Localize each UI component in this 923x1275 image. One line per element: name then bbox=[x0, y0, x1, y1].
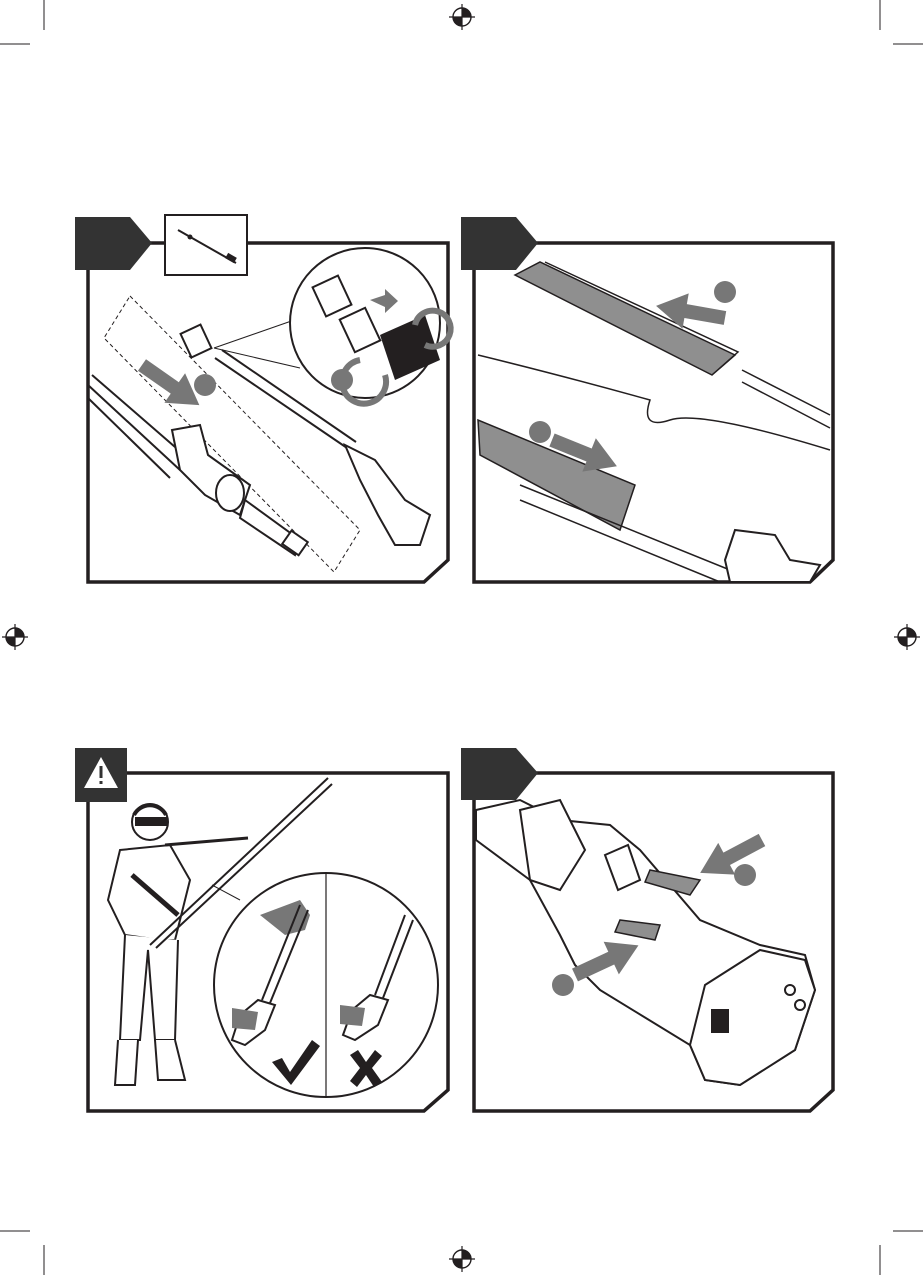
handle-body bbox=[476, 800, 815, 1085]
step-tab bbox=[461, 748, 538, 800]
pole-inset-icon bbox=[165, 215, 247, 275]
press-arrow-icon bbox=[692, 824, 771, 889]
registration-mark-bottom bbox=[449, 1246, 475, 1272]
operator-figure bbox=[108, 804, 190, 1085]
panel-assemble bbox=[75, 215, 451, 582]
grip-detail bbox=[212, 873, 438, 1097]
blade-teeth-top bbox=[742, 370, 830, 428]
panel-safe-handling bbox=[75, 748, 448, 1111]
registration-mark-left bbox=[2, 624, 28, 650]
step-tab bbox=[461, 217, 538, 270]
motor-head bbox=[172, 425, 308, 555]
panel-blade-cover bbox=[461, 217, 833, 582]
registration-mark-right bbox=[894, 624, 920, 650]
step-tab bbox=[75, 217, 152, 270]
registration-mark-top bbox=[449, 4, 475, 30]
panel-battery-release bbox=[461, 748, 833, 1111]
